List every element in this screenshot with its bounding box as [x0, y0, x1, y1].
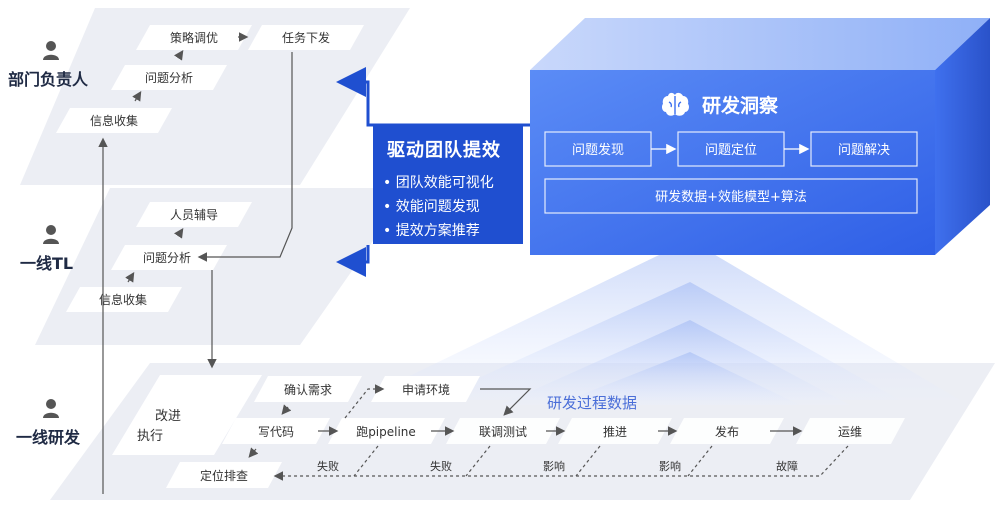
insight-step-solve-label: 问题解决 [838, 143, 890, 158]
card-debug-label: 定位排查 [200, 468, 248, 483]
card-coach-label: 人员辅导 [170, 208, 218, 222]
insight-step-locate-label: 问题定位 [705, 143, 757, 158]
card-improve-label-2: 执行 [137, 429, 163, 444]
insight-step-solve [810, 131, 918, 167]
card-confirm [254, 376, 362, 402]
tag-impact-2: 影响 [659, 460, 681, 473]
card-improve [112, 375, 262, 455]
role-team-lead: 一线TL [20, 254, 74, 273]
insight-box-top [530, 18, 990, 70]
tag-fail-1: 失败 [317, 459, 339, 473]
role-developer: 一线研发 [16, 428, 81, 447]
card-task [248, 25, 364, 50]
card-coach [136, 202, 252, 227]
card-advance-label: 推进 [603, 425, 627, 439]
card-joint-test-label: 联调测试 [479, 424, 527, 439]
insight-footer-box [544, 178, 918, 214]
card-mid-analysis [111, 245, 227, 270]
card-pipeline [328, 418, 445, 444]
card-release [670, 418, 784, 444]
brain-icon [662, 92, 689, 116]
card-strategy-label: 策略调优 [170, 30, 218, 45]
top-plane [20, 8, 410, 185]
drive-efficiency-callout: 驱动团队提效 • 团队效能可视化 • 效能问题发现 • 提效方案推荐 [373, 126, 523, 244]
person-icon [43, 41, 59, 60]
card-debug [166, 462, 282, 488]
process-data-label: 研发过程数据 [547, 394, 637, 412]
card-joint-test [446, 418, 560, 444]
insight-box-side [935, 18, 990, 255]
card-advance [558, 418, 672, 444]
flow-arrows [98, 32, 849, 494]
card-mid-collect-label: 信息收集 [99, 292, 147, 307]
insight-footer-label: 研发数据+效能模型+算法 [655, 189, 807, 205]
card-top-analysis [111, 65, 227, 90]
tag-fail-2: 失败 [430, 459, 452, 473]
card-strategy [136, 25, 252, 50]
callout-item-visualize: • 团队效能可视化 [383, 175, 494, 191]
card-env-label: 申请环境 [402, 382, 450, 397]
insight-title: 研发洞察 [702, 94, 779, 117]
card-code-label: 写代码 [258, 425, 294, 439]
card-release-label: 发布 [715, 424, 739, 439]
card-ops-label: 运维 [838, 425, 862, 439]
card-mid-analysis-label: 问题分析 [143, 251, 191, 265]
card-code [222, 418, 330, 444]
card-env [371, 376, 480, 402]
insight-step-discover-label: 问题发现 [572, 142, 624, 158]
callout-item-recommend: • 提效方案推荐 [383, 223, 480, 239]
person-icon [43, 225, 59, 244]
insight-box-front [530, 70, 935, 255]
card-confirm-label: 确认需求 [284, 383, 332, 397]
feedback-bracket [336, 67, 530, 277]
tag-impact-1: 影响 [543, 460, 565, 473]
role-dept-head: 部门负责人 [8, 70, 89, 89]
card-top-analysis-label: 问题分析 [145, 71, 193, 85]
card-ops [796, 418, 905, 444]
card-task-label: 任务下发 [282, 30, 330, 45]
card-improve-label-1: 改进 [155, 409, 181, 424]
callout-item-discover: • 效能问题发现 [383, 199, 480, 215]
person-icon [43, 399, 59, 418]
card-pipeline-label: 跑pipeline [356, 425, 416, 439]
data-mountain [360, 240, 960, 405]
card-top-collect [56, 108, 172, 133]
callout-title: 驱动团队提效 [387, 140, 501, 161]
card-top-collect-label: 信息收集 [90, 113, 138, 128]
tag-fault: 故障 [776, 459, 798, 473]
card-mid-collect [66, 287, 182, 312]
